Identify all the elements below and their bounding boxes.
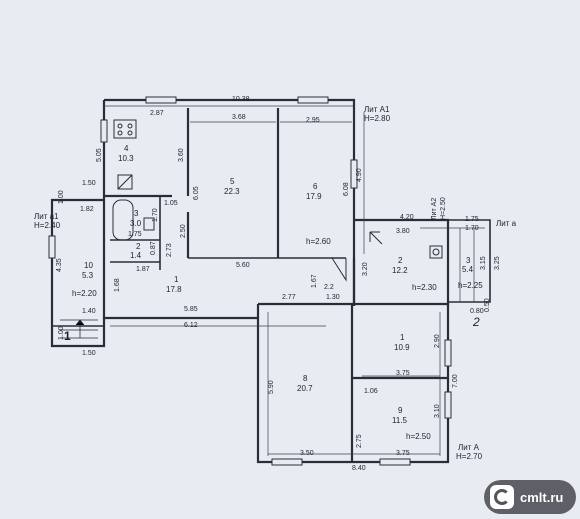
- room-area: 5.3: [82, 271, 94, 280]
- dimension-label: 1.87: [136, 266, 150, 273]
- room-number: 9: [398, 406, 403, 415]
- dimension-label: 3.10: [434, 404, 441, 418]
- lit-a2-label: Лит А2: [431, 197, 438, 220]
- height-label: h=2.25: [458, 281, 483, 290]
- dimension-label: 0.80: [470, 308, 484, 315]
- dimension-label: 3.75: [396, 450, 410, 457]
- dimension-label: 7.00: [452, 374, 459, 388]
- dimension-label: 1.82: [80, 206, 94, 213]
- height-label: h=2.30: [412, 283, 437, 292]
- lit-a1-height: H=2.80: [364, 114, 391, 123]
- height-label: h=2.20: [72, 289, 97, 298]
- dimension-label: 6.12: [184, 322, 198, 329]
- dimension-label: 6.05: [193, 186, 200, 200]
- room-number: 4: [124, 144, 129, 153]
- dimension-label: 1.06: [364, 388, 378, 395]
- dimension-label: 1.67: [311, 274, 318, 288]
- dimension-label: 5.85: [184, 306, 198, 313]
- room-area: 17.8: [166, 285, 182, 294]
- room-area: 5.4: [462, 265, 474, 274]
- entrance-marker: 1: [64, 329, 71, 343]
- room-number: 10: [84, 261, 93, 270]
- dimension-label: 3.20: [362, 262, 369, 276]
- logo-icon: [490, 485, 514, 509]
- site-logo: cmlt.ru: [484, 480, 576, 514]
- dimension-label: 1.30: [326, 294, 340, 301]
- dimension-label: 2.75: [356, 434, 363, 448]
- dimension-label: 0.50: [484, 298, 491, 312]
- room-number: 1: [174, 275, 179, 284]
- room-number: 6: [313, 182, 318, 191]
- dimension-label: 1.75: [465, 216, 479, 223]
- dimension-label: 2.50: [180, 224, 187, 238]
- room-area: 10.3: [118, 154, 134, 163]
- room-number: 1: [400, 333, 405, 342]
- dimension-label: 1.70: [152, 208, 159, 222]
- room-area: 3.0: [130, 219, 142, 228]
- dimension-label: 1.05: [164, 200, 178, 207]
- dimension-label: 5.05: [96, 148, 103, 162]
- room-area: 11.5: [392, 416, 407, 425]
- dimension-label: 4.90: [356, 168, 363, 182]
- room-area: 12.2: [392, 266, 408, 275]
- room-number: 5: [230, 177, 235, 186]
- dimension-label: 1.40: [82, 308, 96, 315]
- dimension-label: 2.2: [324, 284, 334, 291]
- height-label: h=2.60: [306, 237, 331, 246]
- lit-a1-label: Лит А1: [364, 105, 390, 114]
- dimension-label: 1.68: [114, 278, 121, 292]
- dimension-label: 1.50: [82, 350, 96, 357]
- dimension-label: 8.40: [352, 465, 366, 472]
- dimension-label: 3.75: [396, 370, 410, 377]
- lit-a-small-label: Лит а: [496, 219, 517, 228]
- dimension-label: 10.38: [232, 96, 250, 103]
- dimension-label: 1.50: [82, 180, 96, 187]
- dimension-label: 4.20: [400, 214, 414, 221]
- lit-a2-height: H=2.50: [440, 197, 447, 220]
- dimension-label: 1.00: [58, 190, 65, 204]
- room-number: 2: [136, 242, 141, 251]
- room-area: 22.3: [224, 187, 240, 196]
- dimension-label: 3.50: [300, 450, 314, 457]
- height-label: h=2.50: [406, 432, 431, 441]
- dimension-label: 1.75: [128, 231, 142, 238]
- dimension-label: 3.25: [494, 256, 501, 270]
- logo-text: cmlt.ru: [520, 489, 564, 505]
- dimension-label: 6.08: [343, 182, 350, 196]
- dimension-label: 2.90: [434, 334, 441, 348]
- lit-a-height: H=2.70: [456, 452, 483, 461]
- dimension-label: 2.73: [166, 243, 173, 257]
- dimension-label: 2.95: [306, 117, 320, 124]
- dimension-label: 5.90: [268, 380, 275, 394]
- lit-a-label: Лит А: [458, 443, 479, 452]
- room-area: 17.9: [306, 192, 322, 201]
- dimension-label: 2.77: [282, 294, 296, 301]
- lit-a1s-label: Лит а1: [34, 212, 59, 221]
- dimension-label: 3.15: [480, 256, 487, 270]
- dimension-label: 5.60: [236, 262, 250, 269]
- dimension-label: 3.60: [178, 148, 185, 162]
- room-area: 1.4: [130, 251, 142, 260]
- lit-a1s-height: H=2.40: [34, 221, 61, 230]
- dimension-label: 2.87: [150, 110, 164, 117]
- room-area: 10.9: [394, 343, 410, 352]
- dimension-label: 1.70: [465, 225, 479, 232]
- room-number: 8: [303, 374, 308, 383]
- room-number: 3: [134, 209, 139, 218]
- entrance-marker: 2: [473, 315, 480, 329]
- dimension-label: 3.68: [232, 114, 246, 121]
- dimension-label: 0.87: [150, 241, 157, 255]
- room-area: 20.7: [297, 384, 313, 393]
- room-number: 3: [466, 256, 471, 265]
- dimension-label: 3.80: [396, 228, 410, 235]
- room-number: 2: [398, 256, 403, 265]
- dimension-label: 4.35: [56, 258, 63, 272]
